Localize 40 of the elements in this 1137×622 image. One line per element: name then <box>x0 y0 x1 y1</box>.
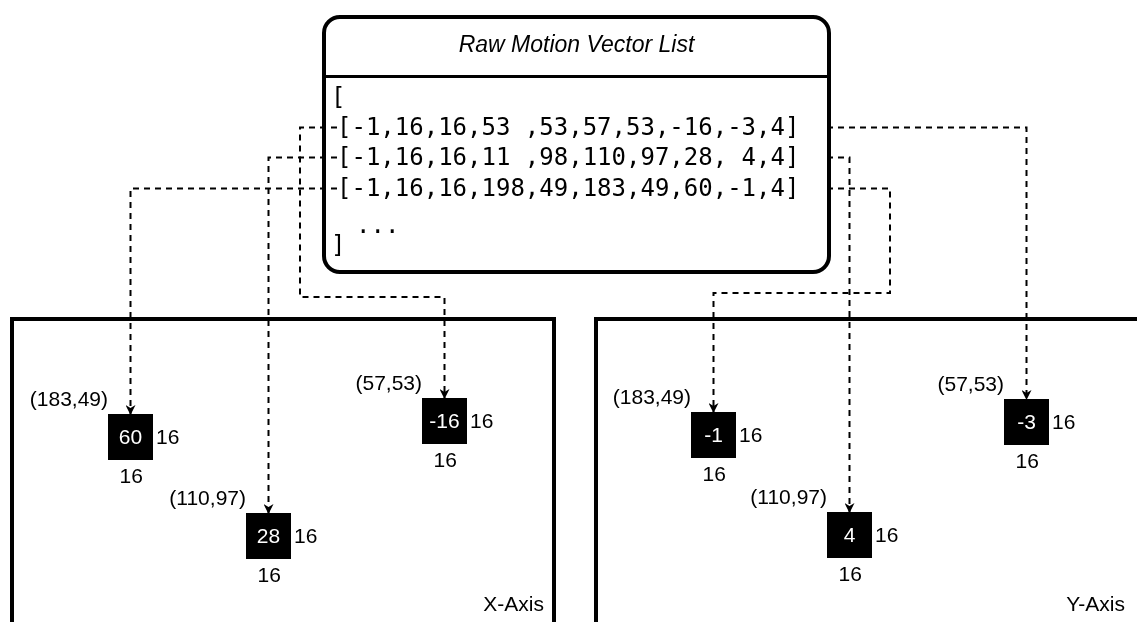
coordinate-label: (57,53) <box>937 373 1004 394</box>
vector-row: [-1,16,16,11 ,98,110,97,28, 4,4] <box>337 143 827 172</box>
value-square: 28 <box>246 513 291 559</box>
width-label: 16 <box>294 525 318 546</box>
dashed-arrow <box>708 187 891 413</box>
height-label: 16 <box>1015 450 1039 471</box>
axis-label: X-Axis <box>483 593 544 614</box>
width-label: 16 <box>470 410 494 431</box>
ellipsis: ... <box>356 213 400 237</box>
dashed-arrow <box>263 156 338 514</box>
width-label: 16 <box>739 424 763 445</box>
height-label: 16 <box>119 465 143 486</box>
axis-panel <box>594 317 1137 622</box>
list-card <box>322 15 831 274</box>
width-label: 16 <box>1052 411 1076 432</box>
value-square: 60 <box>108 414 153 460</box>
height-label: 16 <box>257 564 281 585</box>
vector-row: [-1,16,16,198,49,183,49,60,-1,4] <box>337 174 827 203</box>
dashed-arrow <box>299 126 450 399</box>
value-square: -1 <box>691 412 736 458</box>
height-label: 16 <box>838 563 862 584</box>
open-bracket: [ <box>331 85 346 109</box>
value-square: -16 <box>422 398 467 444</box>
coordinate-label: (110,97) <box>750 486 827 507</box>
vector-row: [-1,16,16,53 ,53,57,53,-16,-3,4] <box>337 113 827 142</box>
height-label: 16 <box>702 463 726 484</box>
axis-panel <box>10 317 556 622</box>
width-label: 16 <box>875 524 899 545</box>
coordinate-label: (110,97) <box>169 487 246 508</box>
coordinate-label: (183,49) <box>29 388 108 409</box>
coordinate-label: (183,49) <box>612 386 691 407</box>
list-title: Raw Motion Vector List <box>457 33 696 56</box>
height-label: 16 <box>433 449 457 470</box>
close-bracket: ] <box>331 233 346 257</box>
dashed-arrow <box>125 187 338 415</box>
width-label: 16 <box>156 426 180 447</box>
value-square: 4 <box>827 512 872 558</box>
axis-label: Y-Axis <box>1066 593 1125 614</box>
coordinate-label: (57,53) <box>355 372 422 393</box>
value-square: -3 <box>1004 399 1049 445</box>
